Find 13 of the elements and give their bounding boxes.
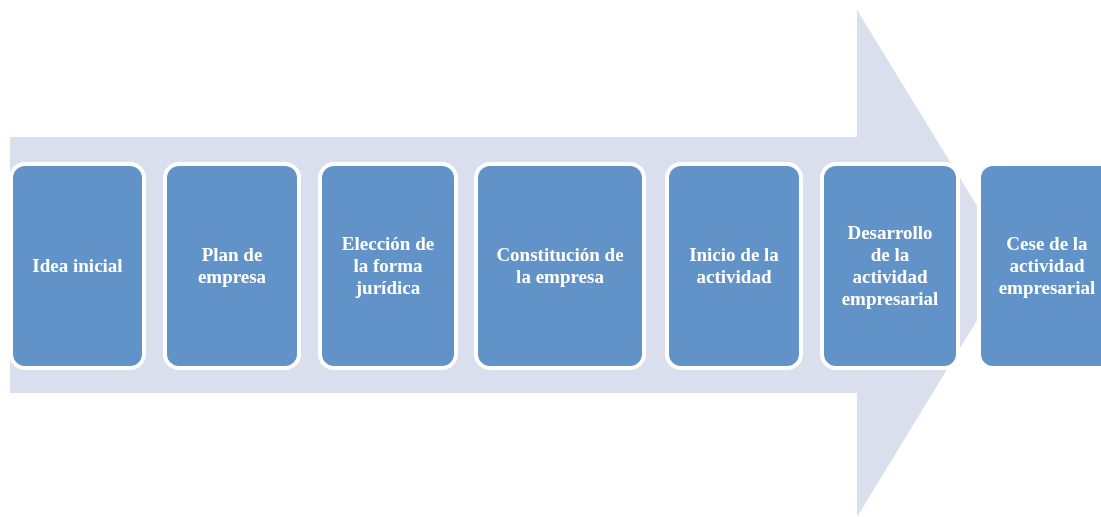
step-box [474,162,646,370]
step-label: Constitución de la empresa [495,244,625,288]
step-box [163,162,301,370]
step-label: Cese de la actividad empresarial [997,233,1097,299]
step-label: Plan de empresa [196,244,268,288]
step-box [318,162,458,370]
step-box [9,162,146,370]
step-label: Idea inicial [31,255,124,277]
step-label: Elección de la forma jurídica [340,233,436,299]
step-label: Inicio de la actividad [688,244,780,288]
step-box [665,162,803,370]
step-box [820,162,960,370]
step-label: Desarrollo de la actividad empresarial [840,222,940,310]
